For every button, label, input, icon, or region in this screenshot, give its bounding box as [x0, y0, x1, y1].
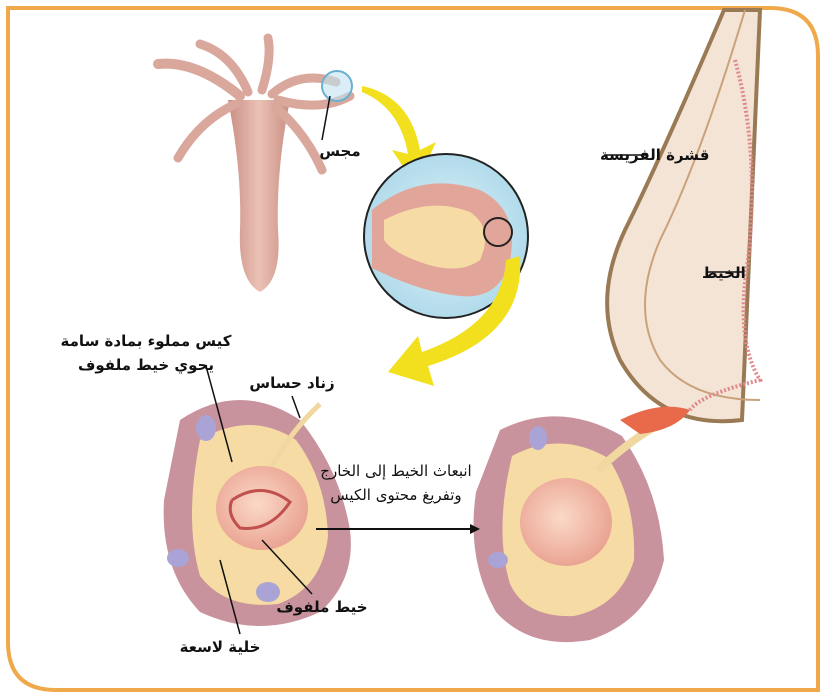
label-trigger: زناد حساس [249, 374, 334, 392]
label-tentacle: مجس [319, 142, 360, 160]
label-discharge-line1: انبعاث الخيط إلى الخارج [320, 462, 471, 481]
label-thread: الخيط [702, 264, 746, 282]
label-discharge-line2: وتفريغ محتوى الكيس [330, 486, 461, 504]
label-stinging-cell: خلية لاسعة [180, 638, 261, 656]
label-venom-sac-line1: كيس مملوء بمادة سامة [61, 332, 232, 350]
hydra-illustration [158, 38, 352, 292]
label-coiled-thread: خيط ملفوف [276, 598, 367, 616]
trigger-leader [292, 396, 300, 418]
stinging-cell-illustration [164, 400, 351, 626]
label-prey-shell: قشرة الفريسة [600, 146, 709, 164]
label-venom-sac-line2: يحوي خيط ملفوف [78, 356, 214, 375]
prey-illustration [607, 10, 760, 421]
discharged-cell-illustration [474, 407, 691, 642]
